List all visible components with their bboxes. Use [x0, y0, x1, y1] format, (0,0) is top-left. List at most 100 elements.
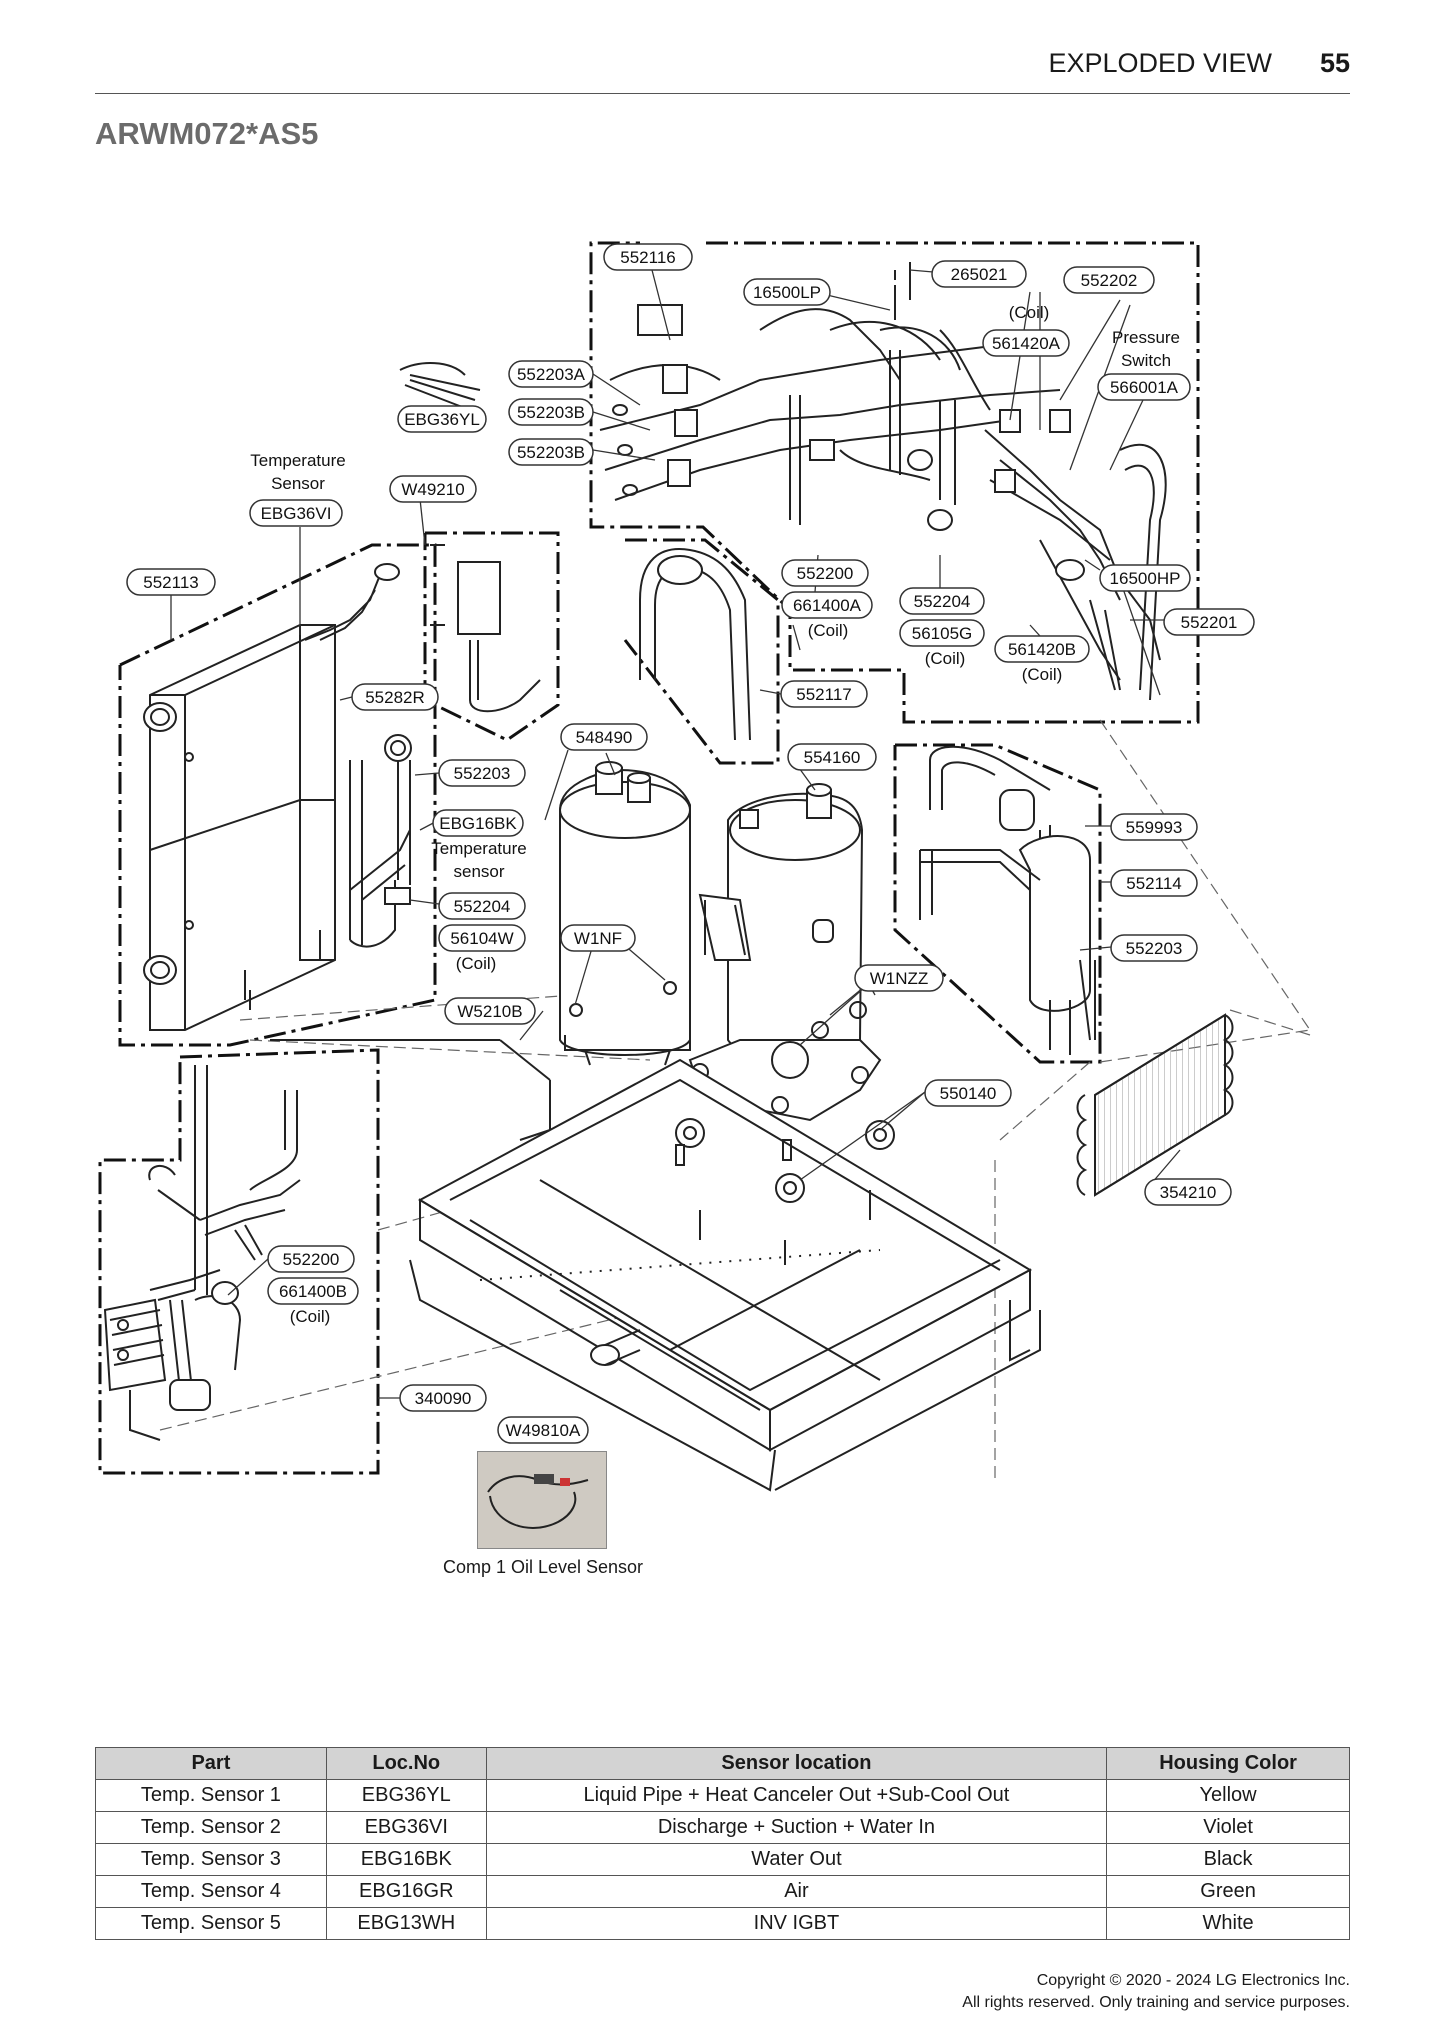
page-number: 55 — [1319, 48, 1350, 78]
header-part: Part — [95, 1747, 327, 1780]
callout-561420a: 561420A — [992, 334, 1061, 353]
header-loc-no: Loc.No — [325, 1747, 487, 1780]
callout-552117: 552117 — [796, 685, 851, 704]
sub-cooler — [103, 1065, 301, 1441]
callout-354210: 354210 — [1160, 1183, 1217, 1202]
callout-561420b: 561420B — [1008, 640, 1076, 659]
pressure-switch-label-1: Pressure — [1112, 328, 1180, 347]
table-cell: Air — [485, 1875, 1108, 1908]
table-cell: EBG16BK — [325, 1843, 487, 1876]
callout-552202: 552202 — [1081, 271, 1138, 290]
oil-level-sensor-caption: Comp 1 Oil Level Sensor — [442, 1557, 644, 1577]
table-cell: INV IGBT — [485, 1907, 1108, 1940]
copyright-line-2: All rights reserved. Only training and s… — [962, 1994, 1350, 2011]
callout-552200-a: 552200 — [797, 564, 854, 583]
callout-552201: 552201 — [1181, 613, 1238, 632]
coil-label-661400b: (Coil) — [290, 1307, 331, 1326]
outline-valve-assembly — [589, 241, 1200, 724]
callout-ebg36vi: EBG36VI — [261, 504, 332, 523]
callout-552114: 552114 — [1126, 874, 1181, 893]
callout-w49810a: W49810A — [506, 1421, 581, 1440]
callout-w5210b: W5210B — [457, 1002, 522, 1021]
table-cell: EBG36VI — [325, 1811, 487, 1844]
callout-w49210: W49210 — [401, 480, 464, 499]
header-sensor-location: Sensor location — [485, 1747, 1108, 1780]
table-cell: Temp. Sensor 1 — [95, 1779, 327, 1812]
callout-labels: 552116 265021 16500LP 552202 561420A 566… — [143, 248, 1237, 1440]
callout-552203a: 552203A — [517, 365, 586, 384]
outline-suction-pipe — [623, 538, 780, 765]
callout-16500lp: 16500LP — [753, 283, 821, 302]
callout-56105g: 56105G — [912, 624, 973, 643]
table-cell: Discharge + Suction + Water In — [485, 1811, 1108, 1844]
table-cell: Temp. Sensor 3 — [95, 1843, 327, 1876]
table-cell: Yellow — [1106, 1779, 1350, 1812]
table-cell: White — [1106, 1907, 1350, 1940]
free-labels: (Coil) Pressure Switch Temperature Senso… — [250, 303, 1180, 1326]
callout-w1nf: W1NF — [574, 929, 622, 948]
coil-label-661400a: (Coil) — [808, 621, 849, 640]
table-cell: EBG36YL — [325, 1779, 487, 1812]
header-housing-color: Housing Color — [1106, 1747, 1350, 1780]
plate-heat-exchanger — [143, 563, 412, 1031]
callout-552116: 552116 — [620, 248, 675, 267]
callout-56104w: 56104W — [450, 929, 513, 948]
suction-pipe — [639, 548, 751, 741]
valve-assembly — [599, 262, 1167, 701]
callout-265021: 265021 — [951, 265, 1008, 284]
callout-661400b: 661400B — [279, 1282, 347, 1301]
temperature-sensor-label-2: Sensor — [271, 474, 325, 493]
table-cell: Temp. Sensor 4 — [95, 1875, 327, 1908]
sensor-table: Part Loc.No Sensor location Housing Colo… — [95, 1747, 1350, 1940]
callout-552203b-2: 552203B — [517, 443, 585, 462]
condenser-354210 — [1076, 1013, 1234, 1197]
table-row: Temp. Sensor 1 EBG36YL Liquid Pipe + Hea… — [95, 1779, 1350, 1812]
section-title: EXPLODED VIEW — [1048, 48, 1272, 78]
table-header-row: Part Loc.No Sensor location Housing Colo… — [95, 1747, 1350, 1780]
callout-552204-b: 552204 — [454, 897, 511, 916]
table-cell: Temp. Sensor 5 — [95, 1907, 327, 1940]
copyright-line-1: Copyright © 2020 - 2024 LG Electronics I… — [1036, 1972, 1350, 1989]
table-cell: Green — [1106, 1875, 1350, 1908]
callout-566001a: 566001A — [1110, 378, 1179, 397]
table-cell: EBG16GR — [325, 1875, 487, 1908]
accumulator — [919, 745, 1096, 1055]
compressor-554160 — [688, 783, 882, 1122]
callout-ebg36yl: EBG36YL — [404, 410, 480, 429]
callout-554160: 554160 — [804, 748, 861, 767]
pressure-switch-label-2: Switch — [1121, 351, 1171, 370]
callout-548490: 548490 — [576, 728, 633, 747]
callout-55282r: 55282R — [365, 688, 425, 707]
copyright-notice: Copyright © 2020 - 2024 LG Electronics I… — [962, 1970, 1350, 2014]
callout-16500hp: 16500HP — [1110, 569, 1181, 588]
ebg36yl-wire — [399, 362, 481, 411]
callout-552203-c: 552203 — [1126, 939, 1183, 958]
table-row: Temp. Sensor 4 EBG16GR Air Green — [95, 1875, 1350, 1908]
base-frame — [270, 1039, 1041, 1492]
header-divider — [95, 93, 1350, 94]
temperature-sensor-label-1: Temperature — [250, 451, 345, 470]
callout-340090: 340090 — [415, 1389, 472, 1408]
outline-sub-cooler — [98, 1048, 380, 1475]
callout-559993: 559993 — [1126, 818, 1183, 837]
callout-552203: 552203 — [454, 764, 511, 783]
table-row: Temp. Sensor 3 EBG16BK Water Out Black — [95, 1843, 1350, 1876]
table-row: Temp. Sensor 2 EBG36VI Discharge + Sucti… — [95, 1811, 1350, 1844]
callout-552204-a: 552204 — [914, 592, 971, 611]
callout-ebg16bk: EBG16BK — [439, 814, 517, 833]
table-cell: EBG13WH — [325, 1907, 487, 1940]
outline-w49210 — [423, 531, 560, 742]
oil-level-sensor-photo — [477, 1451, 607, 1549]
callout-552200-b: 552200 — [283, 1250, 340, 1269]
w49210-device — [430, 544, 541, 713]
compressor-w1nf — [559, 761, 691, 1066]
outline-plate-hx — [118, 543, 437, 1047]
coil-label-561420a: (Coil) — [1009, 303, 1050, 322]
coil-label-56105g: (Coil) — [925, 649, 966, 668]
temperature-sensor-label-3: Temperature — [431, 839, 526, 858]
table-row: Temp. Sensor 5 EBG13WH INV IGBT White — [95, 1907, 1350, 1940]
callout-ovals — [126, 243, 1255, 1444]
table-cell: Water Out — [485, 1843, 1108, 1876]
callout-550140: 550140 — [940, 1084, 997, 1103]
